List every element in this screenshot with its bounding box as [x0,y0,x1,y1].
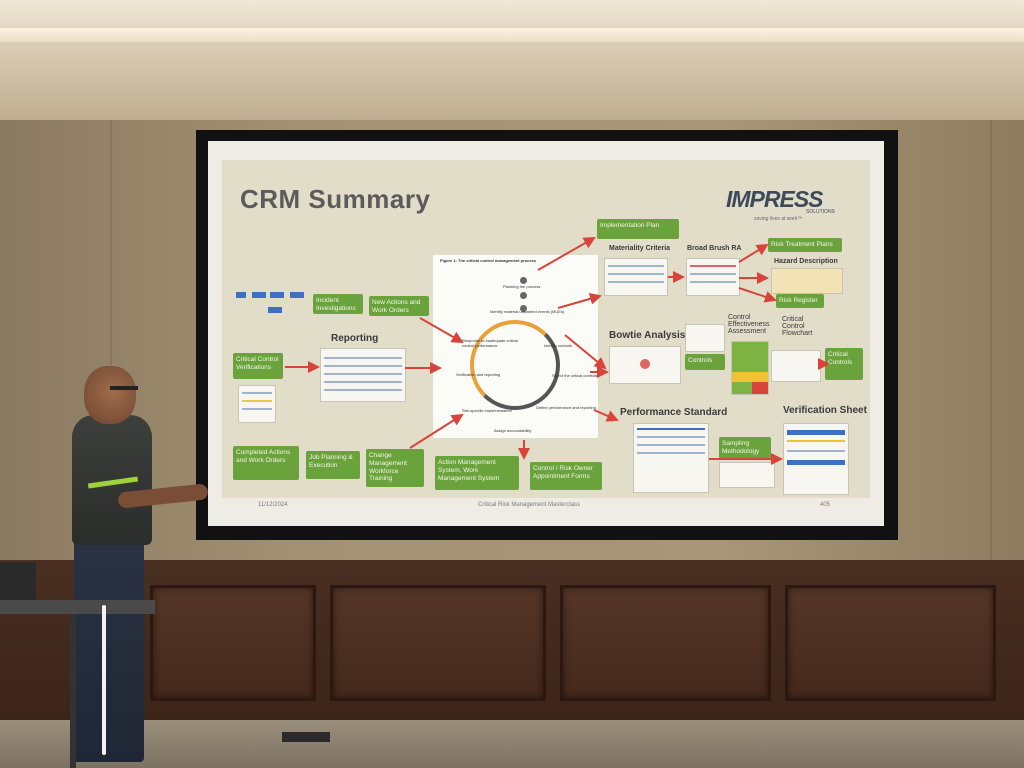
effectiveness-matrix [731,341,769,395]
carpet-floor [0,720,1024,768]
floor-power-strip [282,732,330,742]
broad-brush-thumbnail [686,258,740,296]
glasses [110,386,138,390]
performance-standard-label: Performance Standard [620,407,728,418]
process-step-label: Identify controls [544,343,573,348]
reporting-thumbnail [320,348,406,402]
wood-panel [330,585,546,701]
footer-page-number: 405 [820,502,831,508]
mini-flow-diagram [236,292,306,316]
wall-panel-line [110,120,112,560]
critical-controls-box: Critical Controls [825,348,863,380]
arrow [419,317,464,343]
logo-tagline: saving lives at work™ [754,216,803,222]
wall-panel-line [990,120,992,560]
process-step-label: Response to inadequate critical control … [462,338,518,348]
sampling-thumbnail [719,462,775,488]
critical-control-verifications-box: Critical Control Verifications [233,353,283,379]
process-step-label: Identify material unwanted events (MUEs) [490,309,565,314]
logo-subtitle: SOLUTIONS [806,209,835,215]
wood-panel [560,585,771,701]
table-leg [70,614,76,768]
change-management-box: Change Management Workforce Training [366,449,424,487]
critical-flowchart-label: Critical Control Flowchart [782,316,813,337]
presenter-head [84,366,136,424]
cycle-node [520,292,527,299]
incident-investigations-box: Incident Investigations [313,294,363,314]
impress-logo: IMPRESS [726,186,824,212]
bowtie-label: Bowtie Analysis [609,330,686,341]
control-owner-box: Control / Risk Owner Appointment Forms [530,462,602,490]
hazard-description-label: Hazard Description [774,258,838,265]
process-step-label: Define performance and reporting [536,405,596,410]
wood-panel [150,585,316,701]
presenter-table [0,600,155,614]
materiality-thumbnail [604,258,668,296]
arrow [738,243,769,263]
new-actions-box: New Actions and Work Orders [369,296,429,316]
controls-box: Controls [685,354,725,370]
laptop [0,562,36,602]
ceiling [0,0,1024,120]
process-cycle [470,320,560,410]
slide-title: CRM Summary [240,184,431,214]
verification-sheet-thumbnail [783,423,849,495]
wood-panel [785,585,996,701]
materiality-label: Materiality Criteria [609,245,671,252]
arrow [537,237,596,271]
ceiling-light-strip [0,28,1024,42]
process-step-label: Planning the process [503,284,541,289]
cycle-node [520,305,527,312]
process-step-label: Select the critical controls [552,373,598,378]
performance-thumbnail [633,423,709,493]
bowtie-thumbnail [609,346,681,384]
hazard-thumbnail [771,268,843,294]
arrow [593,409,619,422]
power-cable [102,605,106,755]
process-step-label: Site-specific implementation [462,408,512,413]
broad-brush-label: Broad Brush RA [687,245,742,252]
reporting-label: Reporting [331,333,379,344]
arrow [738,287,777,303]
control-diagram-thumbnail [685,324,725,352]
control-effectiveness-label: Control Effectiveness Assessment [728,314,770,335]
arrow [409,413,464,449]
footer-title: Critical Risk Management Masterclass [478,502,581,508]
job-planning-box: Job Planning & Execution [306,451,360,479]
sampling-methodology-box: Sampling Methodology [719,437,771,459]
process-step-label: Verification and reporting [456,372,501,377]
cycle-node [520,277,527,284]
figure-caption: Figure 1: The critical control managemen… [440,258,537,263]
verification-sheet-label: Verification Sheet [783,405,867,416]
presenter-legs [74,540,144,762]
action-management-box: Action Management System, Work Managemen… [435,456,519,490]
process-step-label: Assign accountability [494,428,532,433]
footer-date: 11/12/2024 [258,502,288,508]
verification-thumbnail [238,385,276,423]
arrow [564,334,607,370]
implementation-plan-box: Implementation Plan [597,219,679,239]
completed-actions-box: Completed Actions and Work Orders [233,446,299,480]
arrow [557,292,602,309]
risk-treatment-box: Risk Treatment Plans [768,238,842,252]
risk-register-box: Risk Register [776,294,824,308]
